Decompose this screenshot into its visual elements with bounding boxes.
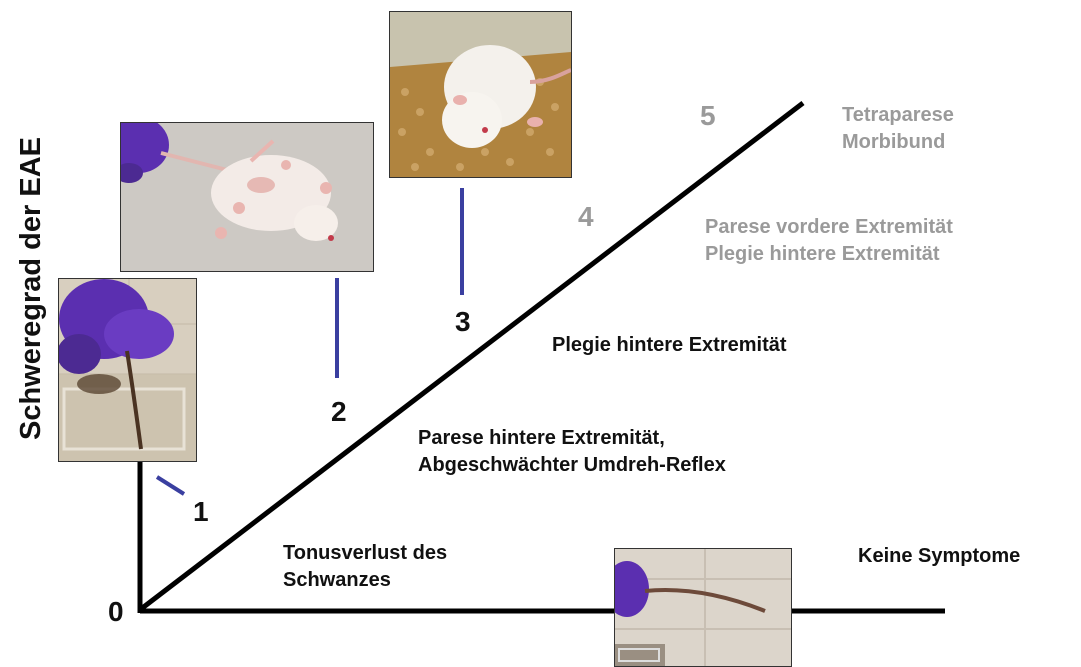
- connector-1: [157, 477, 184, 494]
- y-axis-label: Schweregrad der EAE: [15, 137, 48, 440]
- photo-score-0-art: [615, 549, 791, 666]
- photo-score-1: [58, 278, 197, 462]
- desc-tail-tone-loss: Tonusverlust des Schwanzes: [283, 540, 447, 594]
- score-1: 1: [193, 497, 209, 527]
- score-0: 0: [108, 597, 124, 627]
- desc-hind-plegia: Plegie hintere Extremität: [552, 332, 787, 359]
- photo-score-3: [389, 11, 572, 178]
- desc-no-symptoms: Keine Symptome: [858, 543, 1020, 570]
- photo-score-3-art: [390, 12, 571, 177]
- score-5: 5: [700, 101, 716, 131]
- photo-score-0: [614, 548, 792, 667]
- score-2: 2: [331, 397, 347, 427]
- desc-hind-paresis: Parese hintere Extremität, Abgeschwächte…: [418, 425, 726, 479]
- desc-tetraparesis: Tetraparese Morbibund: [842, 102, 954, 156]
- score-3: 3: [455, 307, 471, 337]
- desc-fore-paresis: Parese vordere Extremität Plegie hintere…: [705, 214, 953, 268]
- score-4: 4: [578, 202, 594, 232]
- photo-score-1-art: [59, 279, 196, 461]
- photo-score-2: [120, 122, 374, 272]
- photo-score-2-art: [121, 123, 373, 271]
